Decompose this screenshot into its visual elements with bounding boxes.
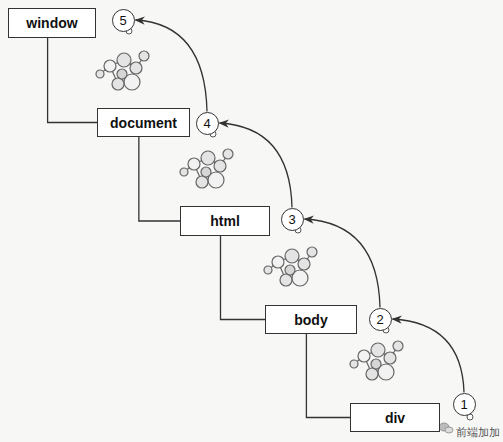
molecule xyxy=(264,247,317,286)
bubble-arrow xyxy=(136,20,208,112)
callout-number: 1 xyxy=(453,393,476,416)
callout-number: 5 xyxy=(112,9,135,32)
tree-line xyxy=(139,137,180,221)
circle-tails xyxy=(126,28,473,420)
node-label: document xyxy=(110,115,177,131)
tree-line xyxy=(306,334,350,418)
step-number: 2 xyxy=(376,312,383,327)
molecule xyxy=(96,51,149,90)
step-number: 3 xyxy=(288,212,295,227)
node-label: body xyxy=(294,312,327,328)
callout-number: 4 xyxy=(196,112,219,135)
node-label: html xyxy=(210,213,240,229)
watermark: 前端加加 xyxy=(455,425,501,440)
dom-node-box: body xyxy=(265,305,357,334)
tree-line xyxy=(48,38,97,123)
step-number: 5 xyxy=(119,13,126,28)
dom-node-box: html xyxy=(180,206,270,236)
callout-number: 3 xyxy=(281,208,304,231)
tree-line xyxy=(221,236,266,320)
dom-node-box: document xyxy=(97,108,190,137)
step-number: 4 xyxy=(203,116,210,131)
wechat-icon xyxy=(439,423,453,433)
node-label: window xyxy=(26,15,77,31)
node-label: div xyxy=(385,410,405,426)
molecule xyxy=(350,341,403,380)
molecule xyxy=(180,149,233,188)
step-number: 1 xyxy=(460,397,467,412)
dom-node-box: div xyxy=(350,403,440,432)
callout-number: 2 xyxy=(369,308,392,331)
bubble-arrow xyxy=(220,123,293,208)
dom-node-box: window xyxy=(8,8,96,38)
bubble-arrow xyxy=(305,219,381,308)
bubble-arrow xyxy=(393,319,465,393)
